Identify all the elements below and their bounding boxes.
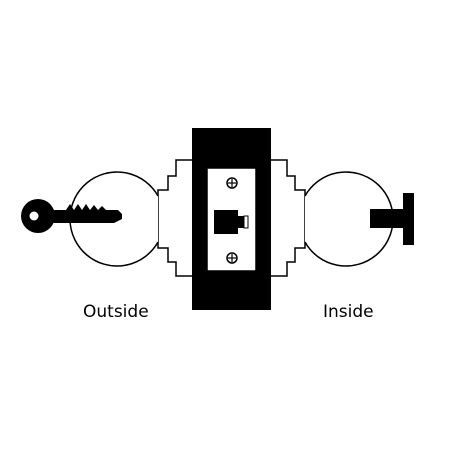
inside-rose <box>271 159 306 277</box>
latch-icon <box>214 210 244 234</box>
outside-rose <box>157 159 192 277</box>
screw-icon <box>226 177 238 189</box>
key-icon <box>21 199 122 233</box>
inside-label: Inside <box>323 302 374 322</box>
thumbturn-icon <box>370 193 414 245</box>
outside-label: Outside <box>83 302 149 322</box>
screw-icon <box>226 252 238 264</box>
